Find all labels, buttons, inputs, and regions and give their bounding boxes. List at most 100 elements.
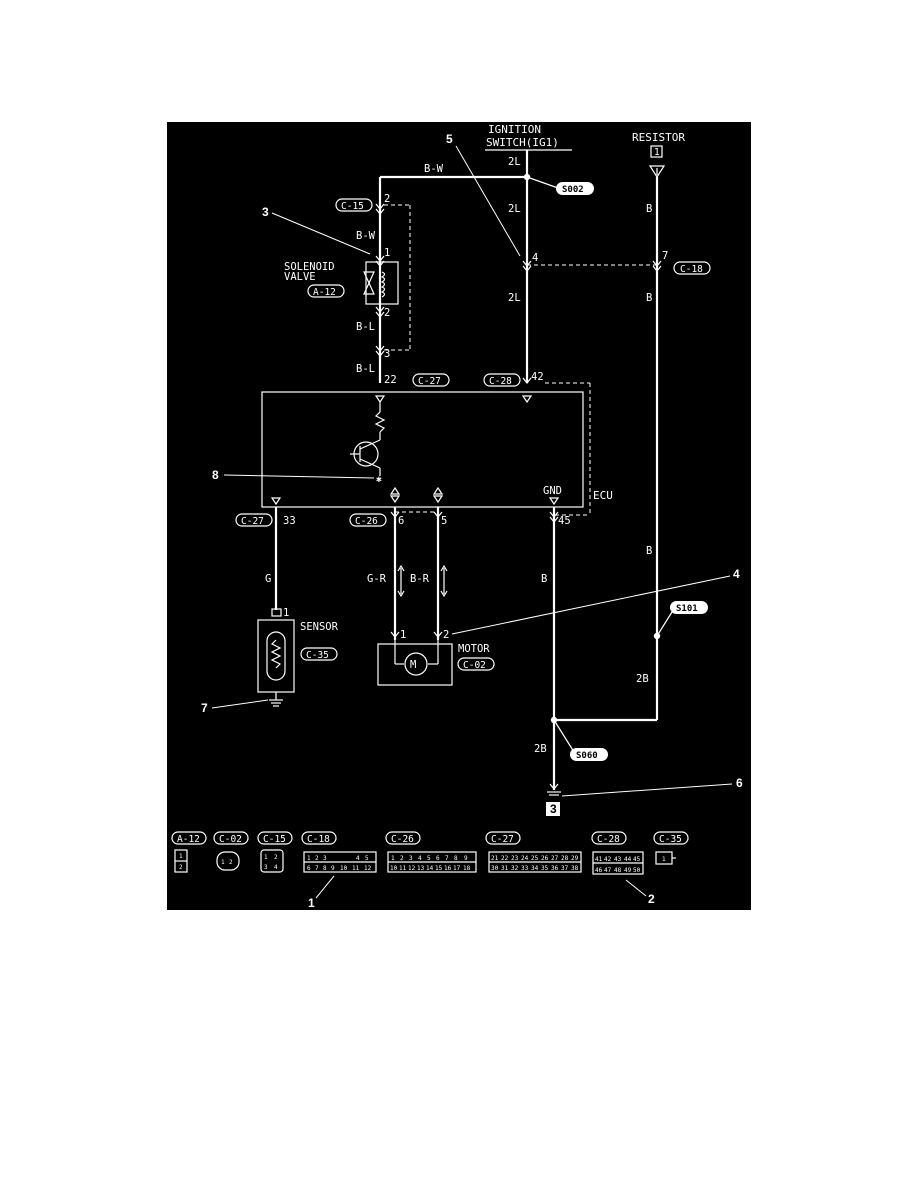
svg-text:M: M: [410, 659, 416, 671]
svg-text:48: 48: [614, 867, 622, 874]
svg-text:5: 5: [365, 855, 369, 862]
svg-text:6: 6: [398, 515, 404, 527]
svg-text:4: 4: [274, 864, 278, 871]
connector-c35-label: C-35: [306, 650, 329, 661]
ground-number-box: [546, 802, 560, 816]
svg-text:45: 45: [633, 856, 641, 863]
sensor-label: SENSOR: [300, 621, 339, 633]
svg-text:46: 46: [595, 867, 603, 874]
svg-text:C-15: C-15: [263, 834, 286, 845]
svg-text:18: 18: [463, 865, 471, 872]
svg-text:B-W: B-W: [424, 163, 444, 175]
svg-text:2: 2: [274, 854, 278, 861]
connector-c02-label: C-02: [463, 660, 486, 671]
svg-text:43: 43: [614, 856, 622, 863]
splice-s002-label: S002: [562, 185, 584, 195]
svg-text:8: 8: [454, 855, 458, 862]
svg-text:38: 38: [571, 865, 579, 872]
svg-text:23: 23: [511, 855, 519, 862]
svg-text:22: 22: [501, 855, 509, 862]
svg-text:5: 5: [427, 855, 431, 862]
valve-label: VALVE: [284, 271, 316, 283]
svg-text:16: 16: [444, 865, 452, 872]
svg-text:41: 41: [595, 856, 603, 863]
connector-c26-label: C-26: [355, 516, 378, 527]
svg-text:6: 6: [307, 865, 311, 872]
connector-legend: A-12 C-02 C-15 C-18 C-26 C-27 C-28 C-35 …: [171, 831, 689, 910]
svg-text:22: 22: [384, 374, 397, 386]
svg-text:C-28: C-28: [597, 834, 620, 845]
svg-text:C-26: C-26: [391, 834, 414, 845]
svg-text:G: G: [265, 573, 271, 585]
svg-text:10: 10: [390, 865, 398, 872]
svg-text:21: 21: [491, 855, 499, 862]
svg-text:2B: 2B: [534, 743, 547, 755]
callout-3: 3: [262, 205, 269, 219]
resistor-label: RESISTOR: [632, 131, 685, 144]
svg-text:10: 10: [340, 865, 348, 872]
connector-c18-label: C-18: [680, 264, 703, 275]
svg-text:2: 2: [179, 864, 183, 871]
splice-s101-label: S101: [676, 604, 698, 614]
ignition-switch-label-2: SWITCH(IG1): [486, 136, 559, 149]
svg-text:11: 11: [399, 865, 407, 872]
svg-text:3: 3: [550, 802, 557, 816]
svg-text:B-W: B-W: [356, 230, 376, 242]
svg-text:B: B: [646, 292, 652, 304]
svg-text:8: 8: [323, 865, 327, 872]
svg-text:34: 34: [531, 865, 539, 872]
callout-7: 7: [201, 701, 208, 715]
svg-text:4: 4: [418, 855, 422, 862]
svg-text:B-L: B-L: [356, 321, 375, 333]
svg-text:25: 25: [531, 855, 539, 862]
svg-text:1: 1: [400, 629, 406, 641]
svg-text:14: 14: [426, 865, 434, 872]
resistor-number: 1: [654, 147, 660, 158]
svg-text:37: 37: [561, 865, 569, 872]
svg-text:49: 49: [624, 867, 632, 874]
svg-text:4: 4: [532, 252, 538, 264]
svg-text:50: 50: [633, 867, 641, 874]
svg-text:C-27: C-27: [491, 834, 514, 845]
diagram-panel: [167, 122, 751, 910]
svg-text:27: 27: [551, 855, 559, 862]
svg-text:C-18: C-18: [307, 834, 330, 845]
svg-text:1: 1: [307, 855, 311, 862]
motor-label: MOTOR: [458, 643, 490, 655]
svg-text:2: 2: [400, 855, 404, 862]
callout-5: 5: [446, 132, 453, 146]
callout-4: 4: [733, 567, 740, 581]
svg-text:29: 29: [571, 855, 579, 862]
svg-text:7: 7: [662, 250, 668, 262]
svg-text:3: 3: [409, 855, 413, 862]
svg-text:3: 3: [323, 855, 327, 862]
svg-text:12: 12: [408, 865, 416, 872]
motor-box: [377, 643, 453, 686]
svg-text:11: 11: [352, 865, 360, 872]
svg-text:B: B: [646, 545, 652, 557]
svg-text:A-12: A-12: [177, 834, 200, 845]
svg-text:7: 7: [445, 855, 449, 862]
svg-text:2L: 2L: [508, 156, 521, 168]
svg-text:33: 33: [521, 865, 529, 872]
svg-text:B: B: [646, 203, 652, 215]
svg-text:1: 1: [179, 853, 183, 860]
svg-text:30: 30: [491, 865, 499, 872]
callout-6: 6: [736, 776, 743, 790]
svg-text:2B: 2B: [636, 673, 649, 685]
svg-text:1: 1: [264, 854, 268, 861]
svg-text:13: 13: [417, 865, 425, 872]
solenoid-label: SOLENOID: [284, 261, 335, 273]
svg-text:C-02: C-02: [219, 834, 242, 845]
connector-c15-label: C-15: [341, 201, 364, 212]
svg-text:✱: ✱: [376, 474, 382, 485]
svg-text:B: B: [541, 573, 547, 585]
svg-text:B-R: B-R: [410, 573, 430, 585]
ecu-label: ECU: [593, 489, 613, 502]
svg-text:35: 35: [541, 865, 549, 872]
connector-c28-label: C-28: [489, 376, 512, 387]
solenoid-valve-box: [365, 261, 399, 305]
callout-8: 8: [212, 468, 219, 482]
svg-text:12: 12: [364, 865, 372, 872]
svg-text:4: 4: [356, 855, 360, 862]
